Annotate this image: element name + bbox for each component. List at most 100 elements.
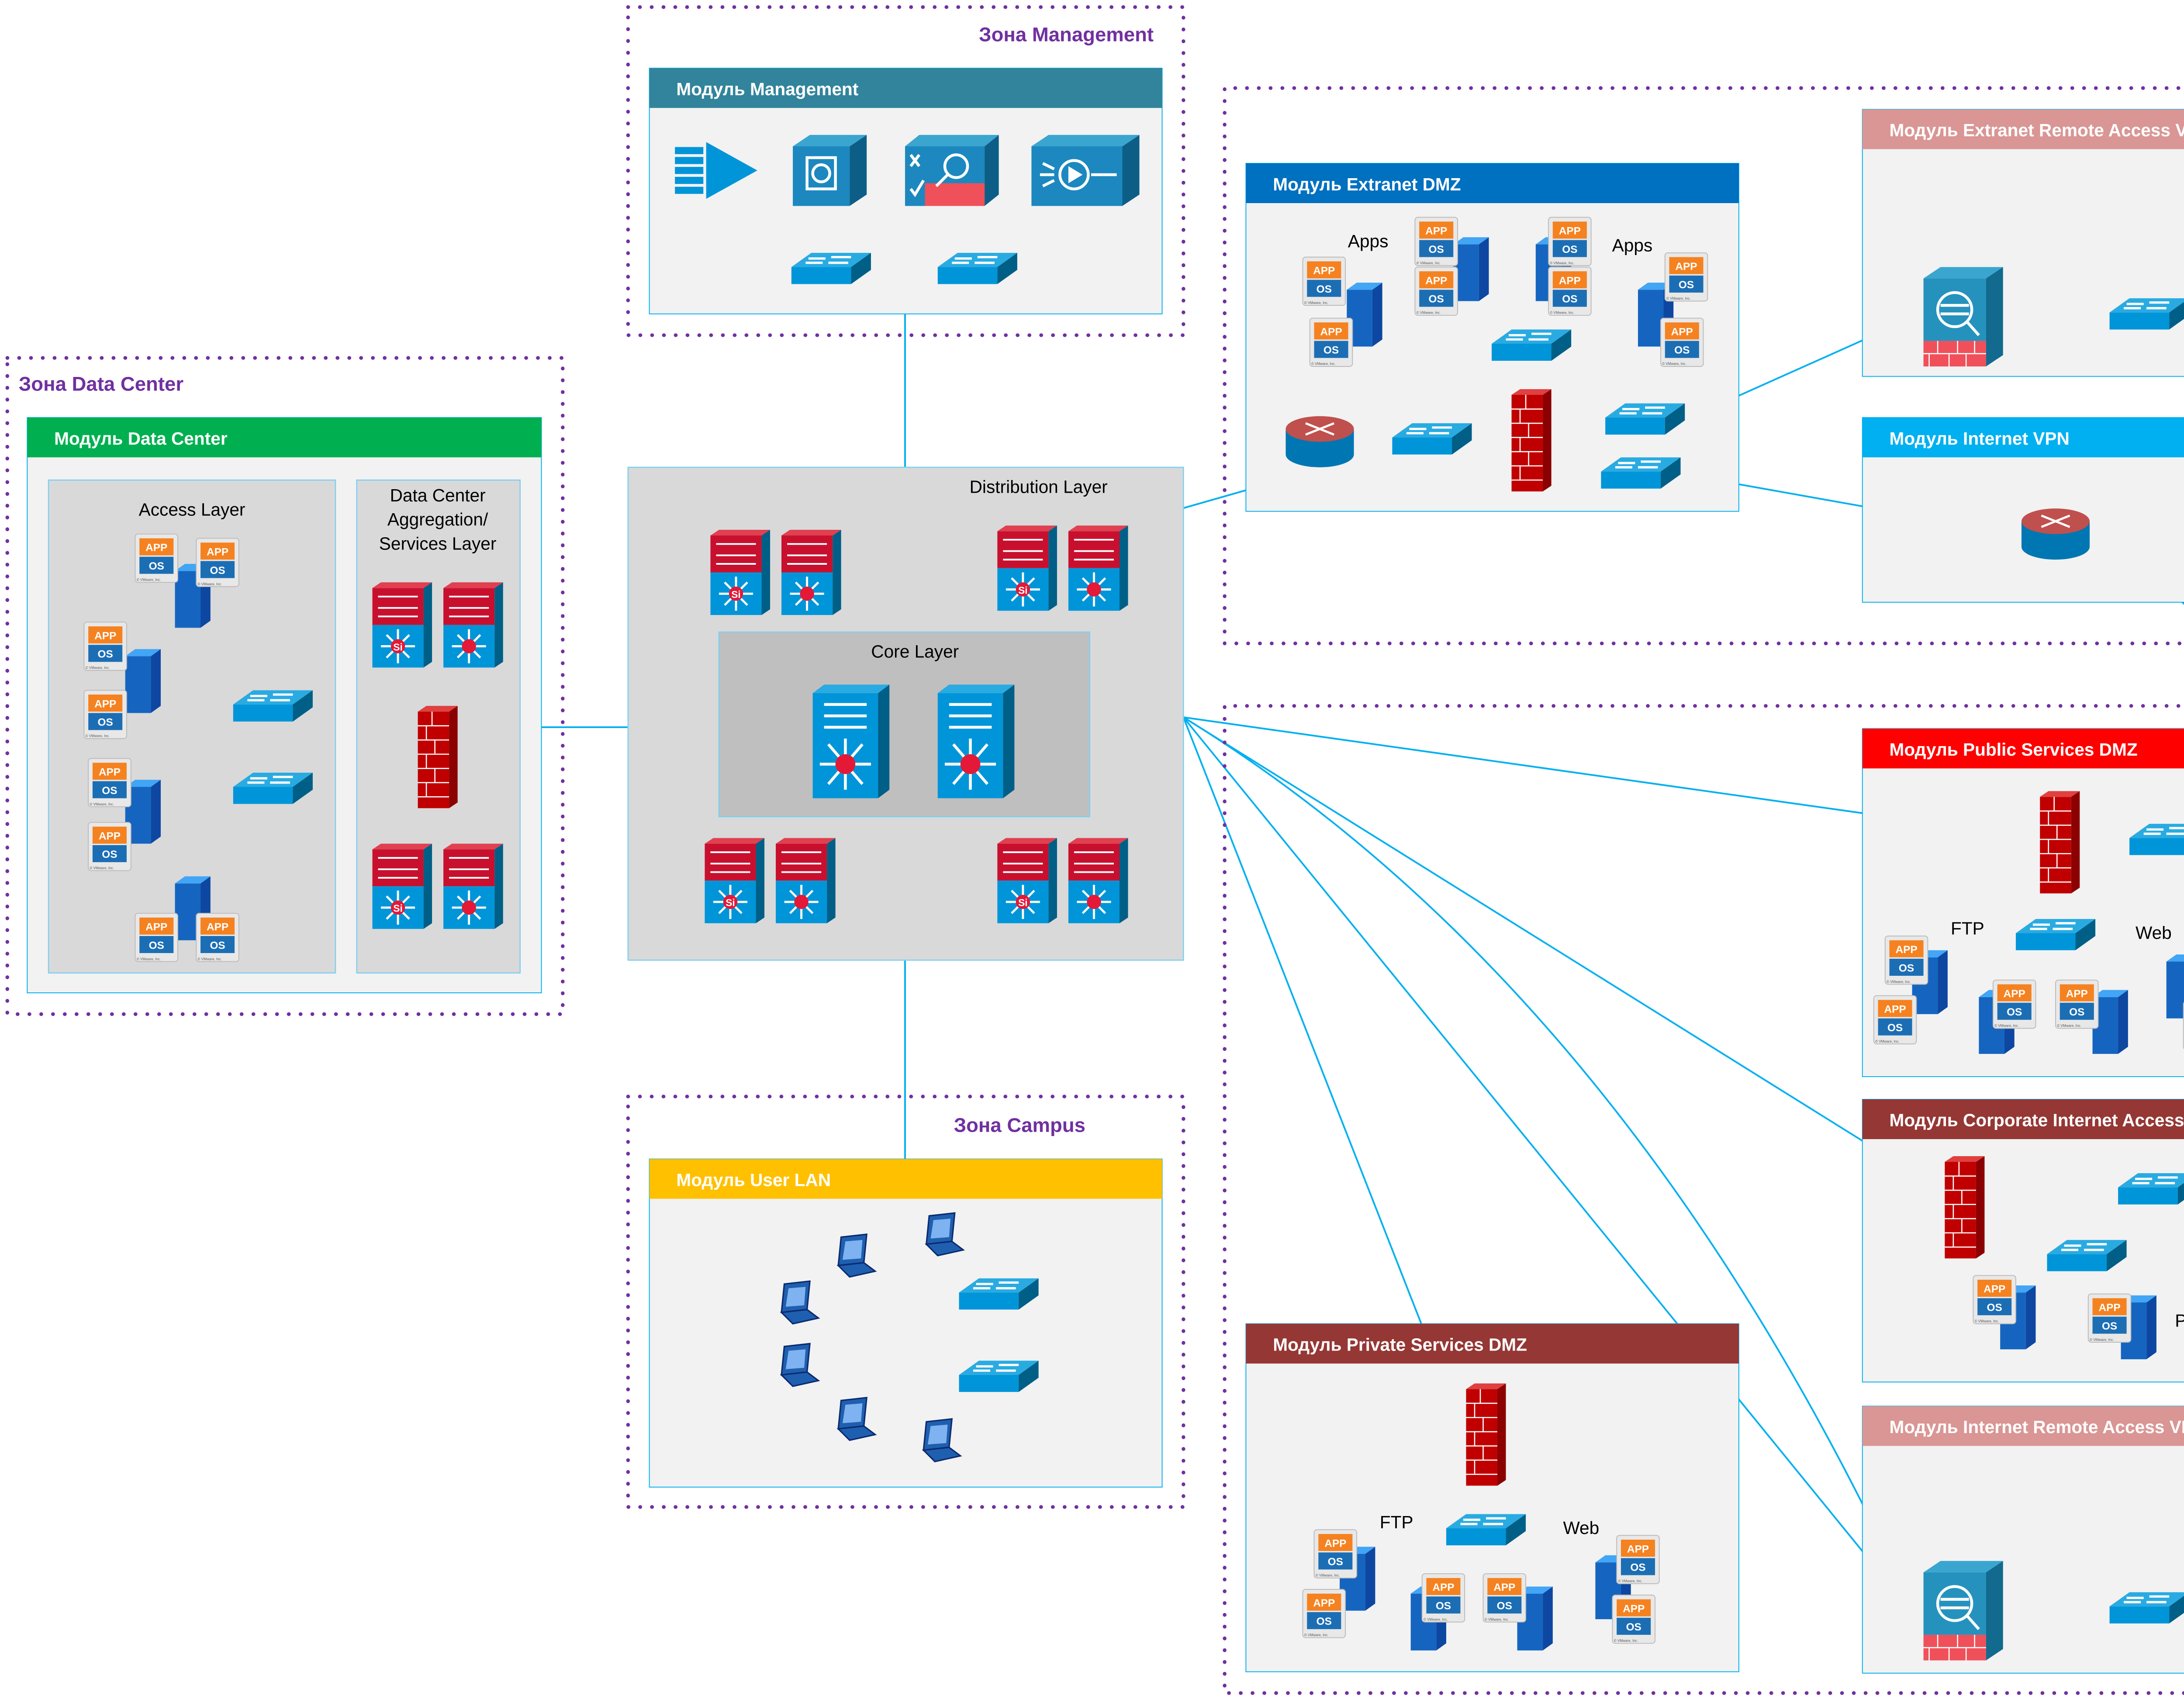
si-label: Si xyxy=(726,897,735,908)
firewall-analyzer-icon[interactable] xyxy=(905,135,999,206)
os-label: OS xyxy=(1497,1600,1512,1612)
app-label: APP xyxy=(2004,988,2025,1000)
public-ftp-label: FTP xyxy=(1951,919,1984,939)
app-label: APP xyxy=(145,542,167,554)
os-label: OS xyxy=(1887,1022,1903,1034)
vendor-label: © VMware, Inc. xyxy=(1304,301,1329,305)
os-label: OS xyxy=(1429,244,1444,256)
firewall-icon[interactable] xyxy=(2039,790,2080,894)
vendor-label: © VMware, Inc. xyxy=(1875,1040,1900,1043)
multilayer-switch-icon[interactable] xyxy=(997,525,1057,611)
app-label: APP xyxy=(145,921,167,933)
firewall-icon[interactable] xyxy=(417,705,458,809)
app-label: APP xyxy=(1884,1004,1906,1016)
app-label: APP xyxy=(1675,261,1697,273)
vendor-label: © VMware, Inc. xyxy=(90,802,114,806)
firewall-icon[interactable] xyxy=(1944,1155,1985,1259)
module-header xyxy=(27,418,542,458)
app-label: APP xyxy=(99,767,121,778)
server-icon[interactable] xyxy=(2166,954,2184,1019)
private-web-label: Web xyxy=(1563,1518,1599,1538)
vpn-concentrator-icon[interactable] xyxy=(1924,267,2003,366)
aggregation-label-line1: Data Center xyxy=(390,485,486,505)
os-label: OS xyxy=(1328,1556,1343,1568)
multilayer-switch-icon[interactable] xyxy=(997,838,1057,923)
vpn-concentrator-icon[interactable] xyxy=(1924,1561,2003,1661)
management-appliance-icon[interactable] xyxy=(793,135,867,206)
vendor-label: © VMware, Inc. xyxy=(137,578,161,582)
vendor-label: © VMware, Inc. xyxy=(1550,311,1574,315)
router-icon[interactable] xyxy=(1286,416,1354,467)
multilayer-switch-icon[interactable] xyxy=(776,838,836,923)
os-label: OS xyxy=(1317,1616,1332,1627)
multilayer-switch-icon[interactable] xyxy=(443,844,503,929)
app-label: APP xyxy=(1320,326,1342,338)
multilayer-switch-icon[interactable] xyxy=(373,582,432,667)
module-title: Модуль Public Services DMZ xyxy=(1890,739,2138,760)
app-label: APP xyxy=(1895,944,1917,956)
vendor-label: © VMware, Inc. xyxy=(1311,362,1336,366)
app-label: APP xyxy=(94,630,116,642)
multilayer-switch-icon[interactable] xyxy=(443,582,503,667)
network-analysis-icon[interactable] xyxy=(1031,135,1139,206)
aggregation-label-line3: Services Layer xyxy=(379,533,497,553)
zone-data-center-border xyxy=(5,356,565,1016)
router-icon[interactable] xyxy=(2022,508,2090,560)
module-internet-vpn: Модуль Internet VPN xyxy=(1862,417,2184,603)
os-label: OS xyxy=(98,717,113,729)
firewall-icon[interactable] xyxy=(1465,1383,1507,1486)
os-label: OS xyxy=(210,565,225,577)
vendor-label: © VMware, Inc. xyxy=(1304,1633,1329,1637)
server-icon[interactable] xyxy=(125,649,161,713)
link xyxy=(1182,716,1919,1620)
vendor-label: © VMware, Inc. xyxy=(1887,980,1911,984)
si-label: Si xyxy=(1018,897,1028,908)
core-switch-icon[interactable] xyxy=(813,684,890,798)
multilayer-switch-icon[interactable] xyxy=(1068,525,1128,611)
multilayer-switch-icon[interactable] xyxy=(705,838,764,923)
module-title: Модуль Data Center xyxy=(54,428,228,449)
app-label: APP xyxy=(99,830,121,842)
os-label: OS xyxy=(1899,962,1914,974)
module-title: Модуль Extranet DMZ xyxy=(1273,174,1461,194)
multilayer-switch-icon[interactable] xyxy=(781,530,841,615)
app-os-vm-icon: APP OS © VMware, Inc. xyxy=(1873,995,1917,1045)
app-label: APP xyxy=(1627,1543,1649,1555)
app-label: APP xyxy=(94,698,116,710)
os-label: OS xyxy=(149,560,164,572)
proxy-label: Proxy xyxy=(2175,1310,2184,1330)
vendor-label: © VMware, Inc. xyxy=(1485,1617,1509,1621)
os-label: OS xyxy=(1324,345,1339,356)
app-label: APP xyxy=(207,546,228,558)
multilayer-switch-icon[interactable] xyxy=(710,530,770,615)
link xyxy=(1182,717,1469,1442)
distribution-layer-label: Distribution Layer xyxy=(970,477,1108,497)
app-os-vm-icon: APP OS © VMware, Inc. xyxy=(135,533,178,583)
app-label: APP xyxy=(1432,1582,1454,1593)
vendor-label: © VMware, Inc. xyxy=(137,957,161,961)
firewall-icon[interactable] xyxy=(1511,388,1552,492)
app-os-vm-icon: APP OS © VMware, Inc. xyxy=(1884,936,1928,985)
os-label: OS xyxy=(1626,1621,1641,1633)
multilayer-switch-icon[interactable] xyxy=(373,844,432,929)
multilayer-switch-icon[interactable] xyxy=(1068,838,1128,923)
app-label: APP xyxy=(1493,1582,1515,1593)
server-icon[interactable] xyxy=(1453,237,1489,301)
module-header xyxy=(1246,1323,1739,1364)
si-label: Si xyxy=(1018,584,1028,596)
module-header xyxy=(1862,1406,2184,1446)
apps-label-left: Apps xyxy=(1348,231,1389,251)
vendor-label: © VMware, Inc. xyxy=(1662,362,1686,366)
core-switch-icon[interactable] xyxy=(938,684,1015,798)
zone-management-border xyxy=(626,5,1185,337)
